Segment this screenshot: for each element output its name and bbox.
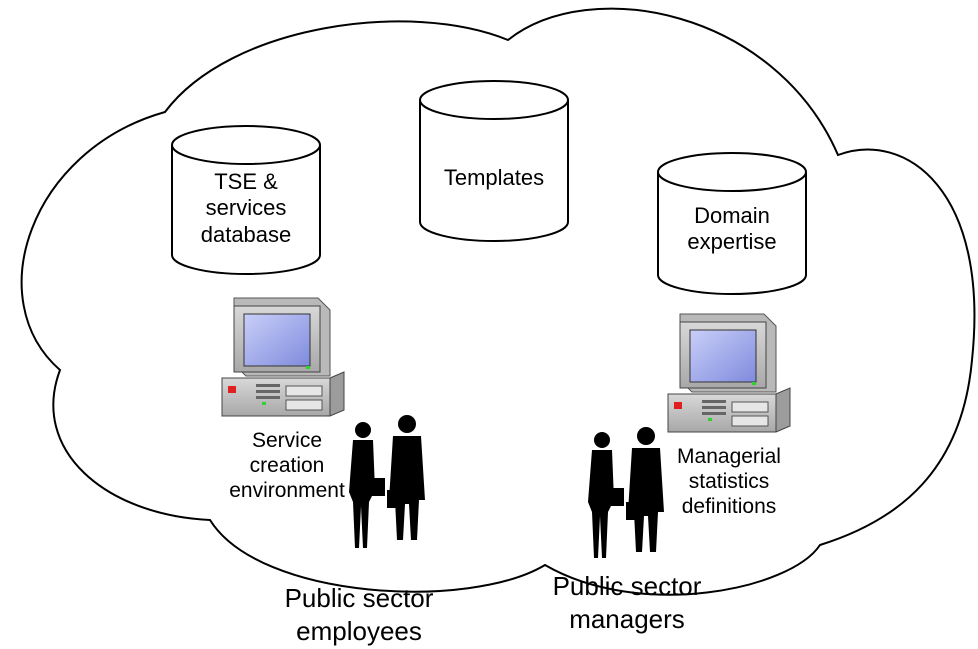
managerial-statistics-label: Managerial statistics definitions xyxy=(660,444,798,520)
tse-database-label-line3: database xyxy=(200,221,292,247)
employees-group-label-line2: employees xyxy=(296,615,422,646)
templates-label: Templates xyxy=(420,165,568,191)
service-creation-label-line2: creation xyxy=(249,454,325,478)
domain-expertise-label: Domain expertise xyxy=(658,203,806,256)
tse-database-label: TSE & services database xyxy=(172,169,320,248)
managerial-statistics-label-line3: definitions xyxy=(681,495,777,519)
managerial-statistics-label-line1: Managerial xyxy=(677,445,781,468)
managers-group-label: Public sector managers xyxy=(512,570,742,635)
managerial-statistics-label-line2: statistics xyxy=(688,470,770,494)
managers-group-label-line2: managers xyxy=(569,603,685,634)
templates-label-line1: Templates xyxy=(443,165,545,190)
tse-database-label-line2: services xyxy=(205,195,287,221)
domain-expertise-label-line1: Domain xyxy=(694,203,770,228)
database-cylinder-icon xyxy=(171,125,321,275)
database-cylinder-icon xyxy=(657,152,807,295)
tse-database-label-line1: TSE & xyxy=(214,169,278,194)
service-creation-label-line3: environment xyxy=(229,479,345,503)
employees-group-label-line1: Public sector xyxy=(284,583,434,613)
computer-icon xyxy=(667,313,791,433)
service-creation-label: Service creation environment xyxy=(212,428,362,504)
domain-expertise-label-line2: expertise xyxy=(687,229,777,255)
service-creation-label-line1: Service xyxy=(251,429,323,452)
managers-group-label-line1: Public sector xyxy=(552,571,702,601)
database-cylinder-icon xyxy=(419,80,569,242)
businesspeople-silhouette-icon xyxy=(588,427,664,558)
computer-icon xyxy=(221,297,345,417)
employees-group-label: Public sector employees xyxy=(244,582,474,647)
businesspeople-silhouette-icon xyxy=(349,415,425,548)
